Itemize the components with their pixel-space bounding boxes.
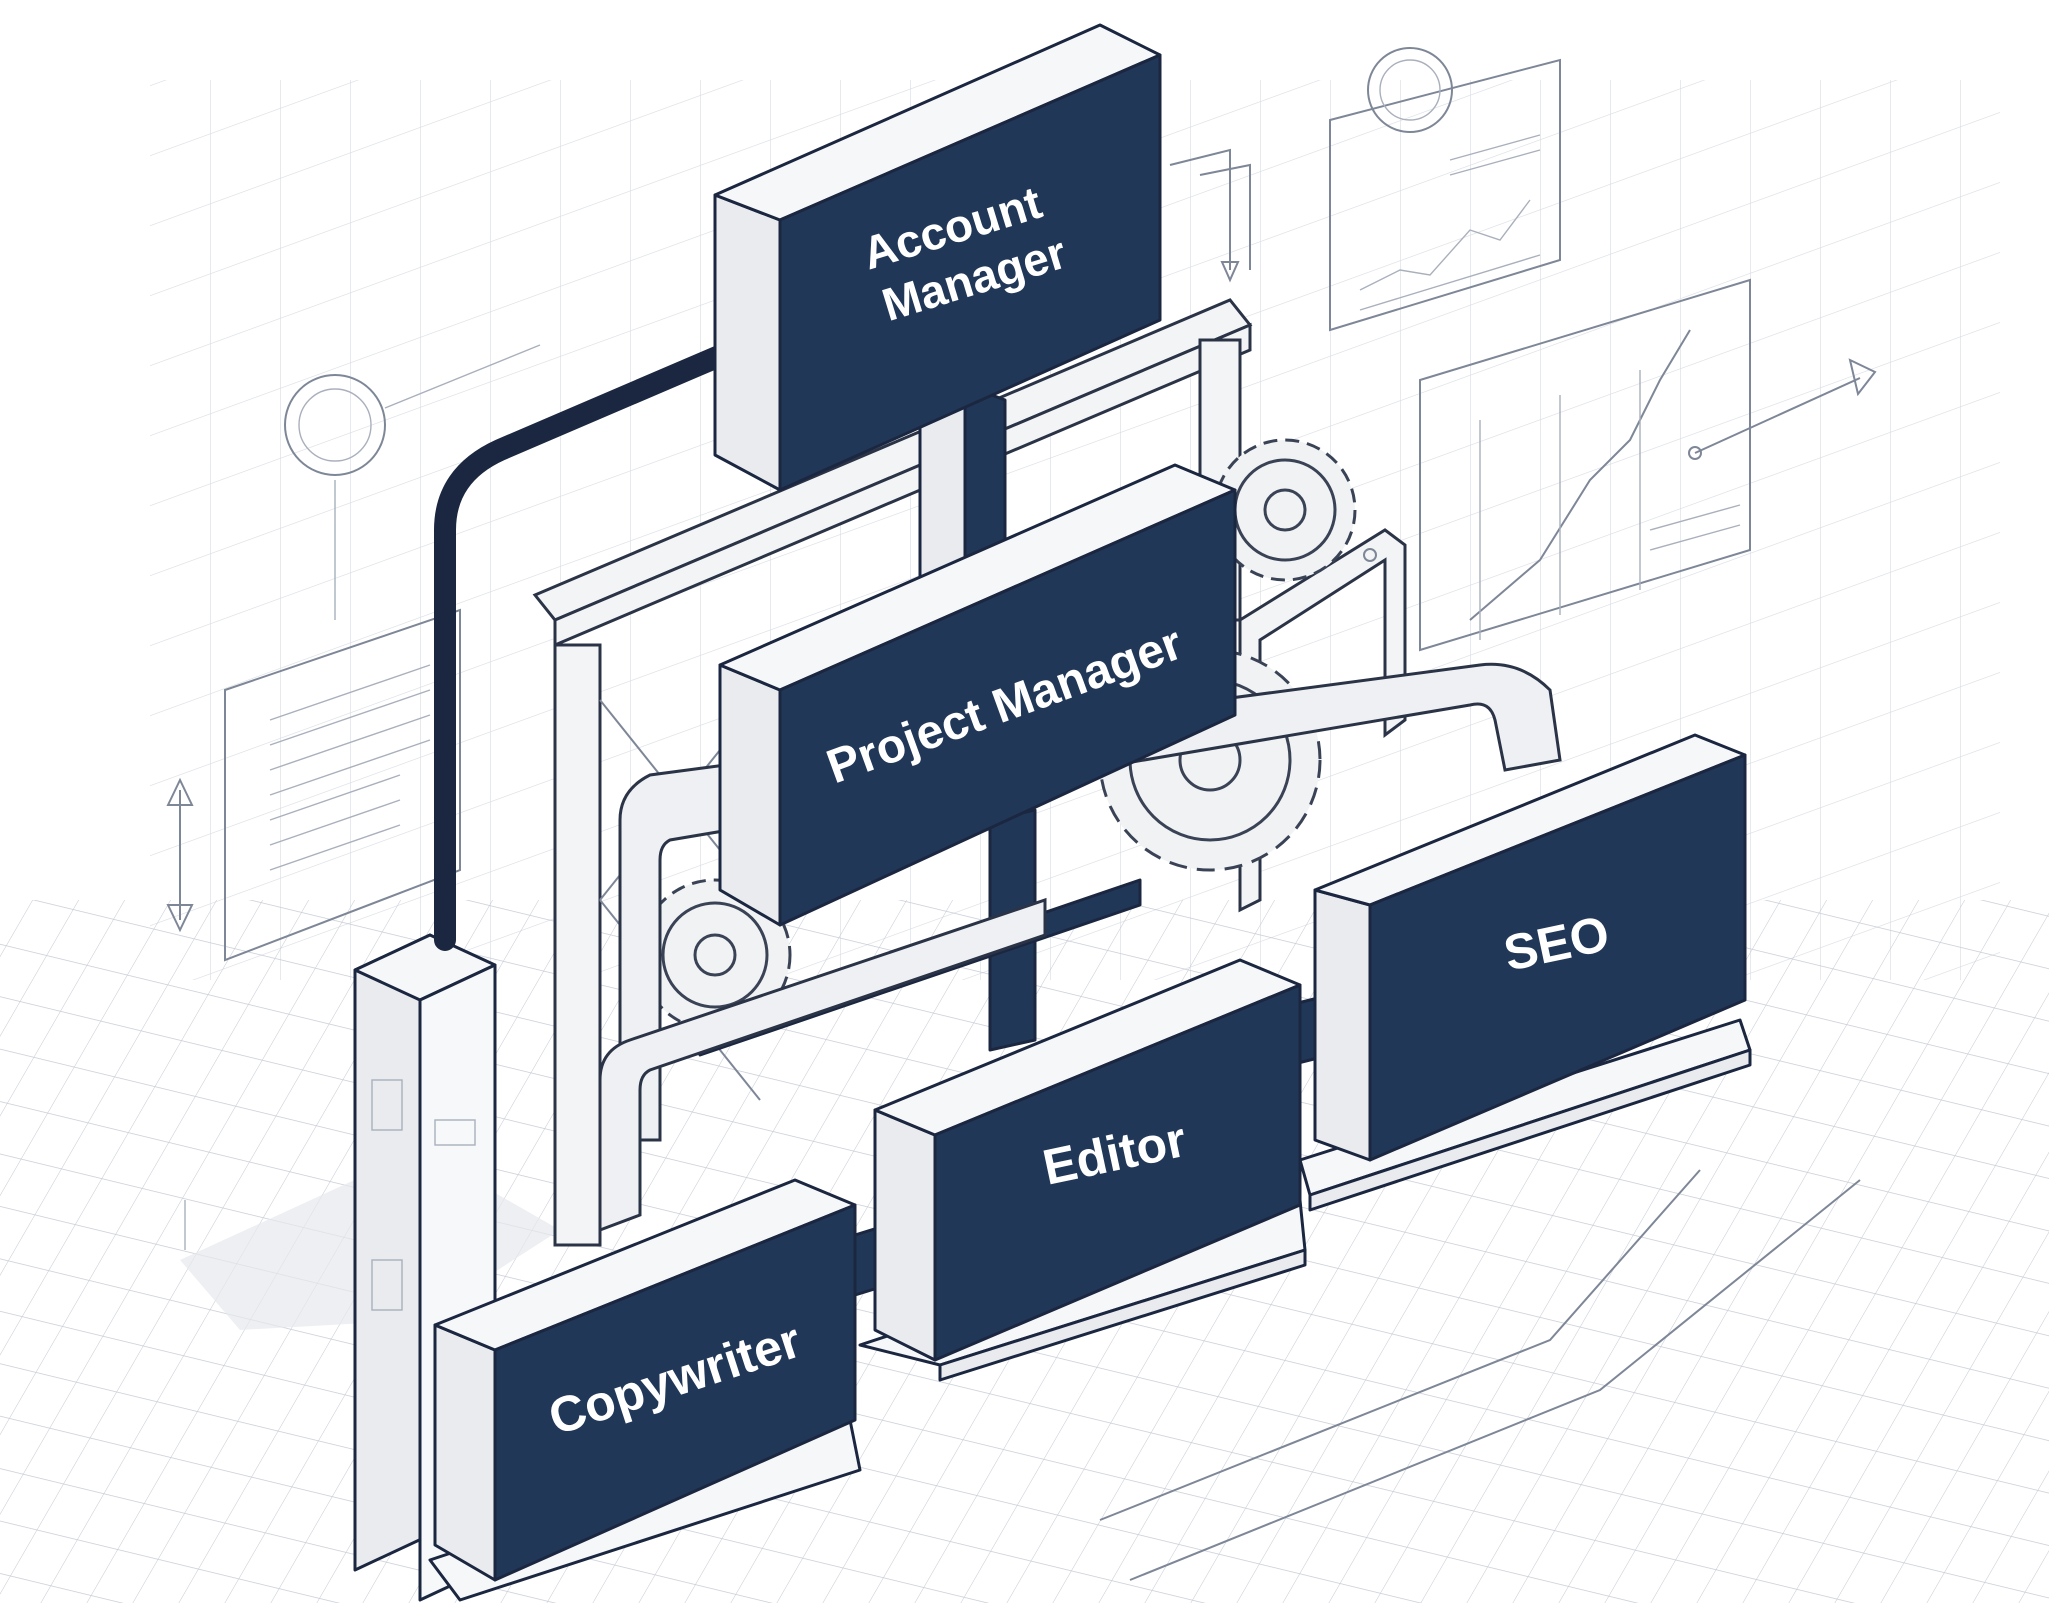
- node-project-manager: Project Manager: [718, 463, 1237, 927]
- node-seo: SEO: [1313, 733, 1747, 1162]
- gear-icon: [1213, 438, 1357, 582]
- sketch-decorations: [166, 47, 1877, 1581]
- node-copywriter: Copywriter: [433, 1178, 857, 1582]
- node-editor: Editor: [873, 958, 1302, 1362]
- node-account-manager: Account Manager: [713, 23, 1162, 492]
- account-manager-connector: [434, 334, 756, 951]
- gear-icon: [638, 878, 792, 1032]
- svg-text:Account Manager: Account Manager: [856, 172, 1075, 332]
